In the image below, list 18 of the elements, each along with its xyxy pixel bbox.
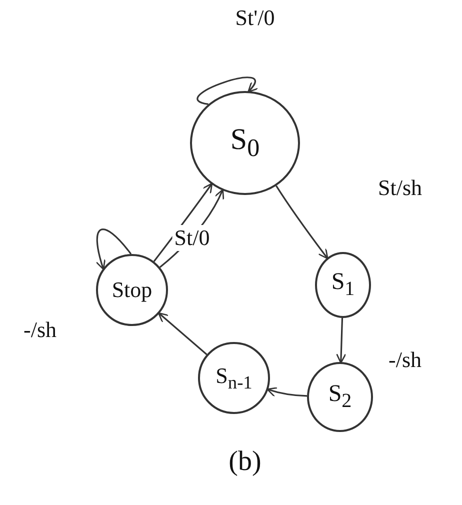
edge-label: St/0 bbox=[172, 225, 212, 251]
figure-label: (b) bbox=[228, 446, 262, 478]
state-circle bbox=[190, 91, 300, 195]
state-label: S$_{0}$ bbox=[230, 123, 260, 163]
state-circle bbox=[307, 362, 373, 432]
state-circle bbox=[315, 252, 371, 318]
state-circle bbox=[96, 254, 168, 326]
state-label: S$_{2}$ bbox=[328, 381, 352, 413]
state-label: S$_{n-1}$ bbox=[216, 362, 252, 394]
transition-arrow bbox=[276, 185, 328, 260]
transition-arrow bbox=[196, 76, 258, 105]
transition-arrow bbox=[266, 387, 308, 397]
transition-arrow bbox=[158, 312, 208, 356]
state-label: S$_{1}$ bbox=[331, 269, 355, 301]
transition-arrow bbox=[336, 318, 346, 364]
state-circle bbox=[198, 342, 270, 414]
state-label: Stop bbox=[112, 277, 152, 303]
transition-arrow bbox=[96, 228, 132, 270]
